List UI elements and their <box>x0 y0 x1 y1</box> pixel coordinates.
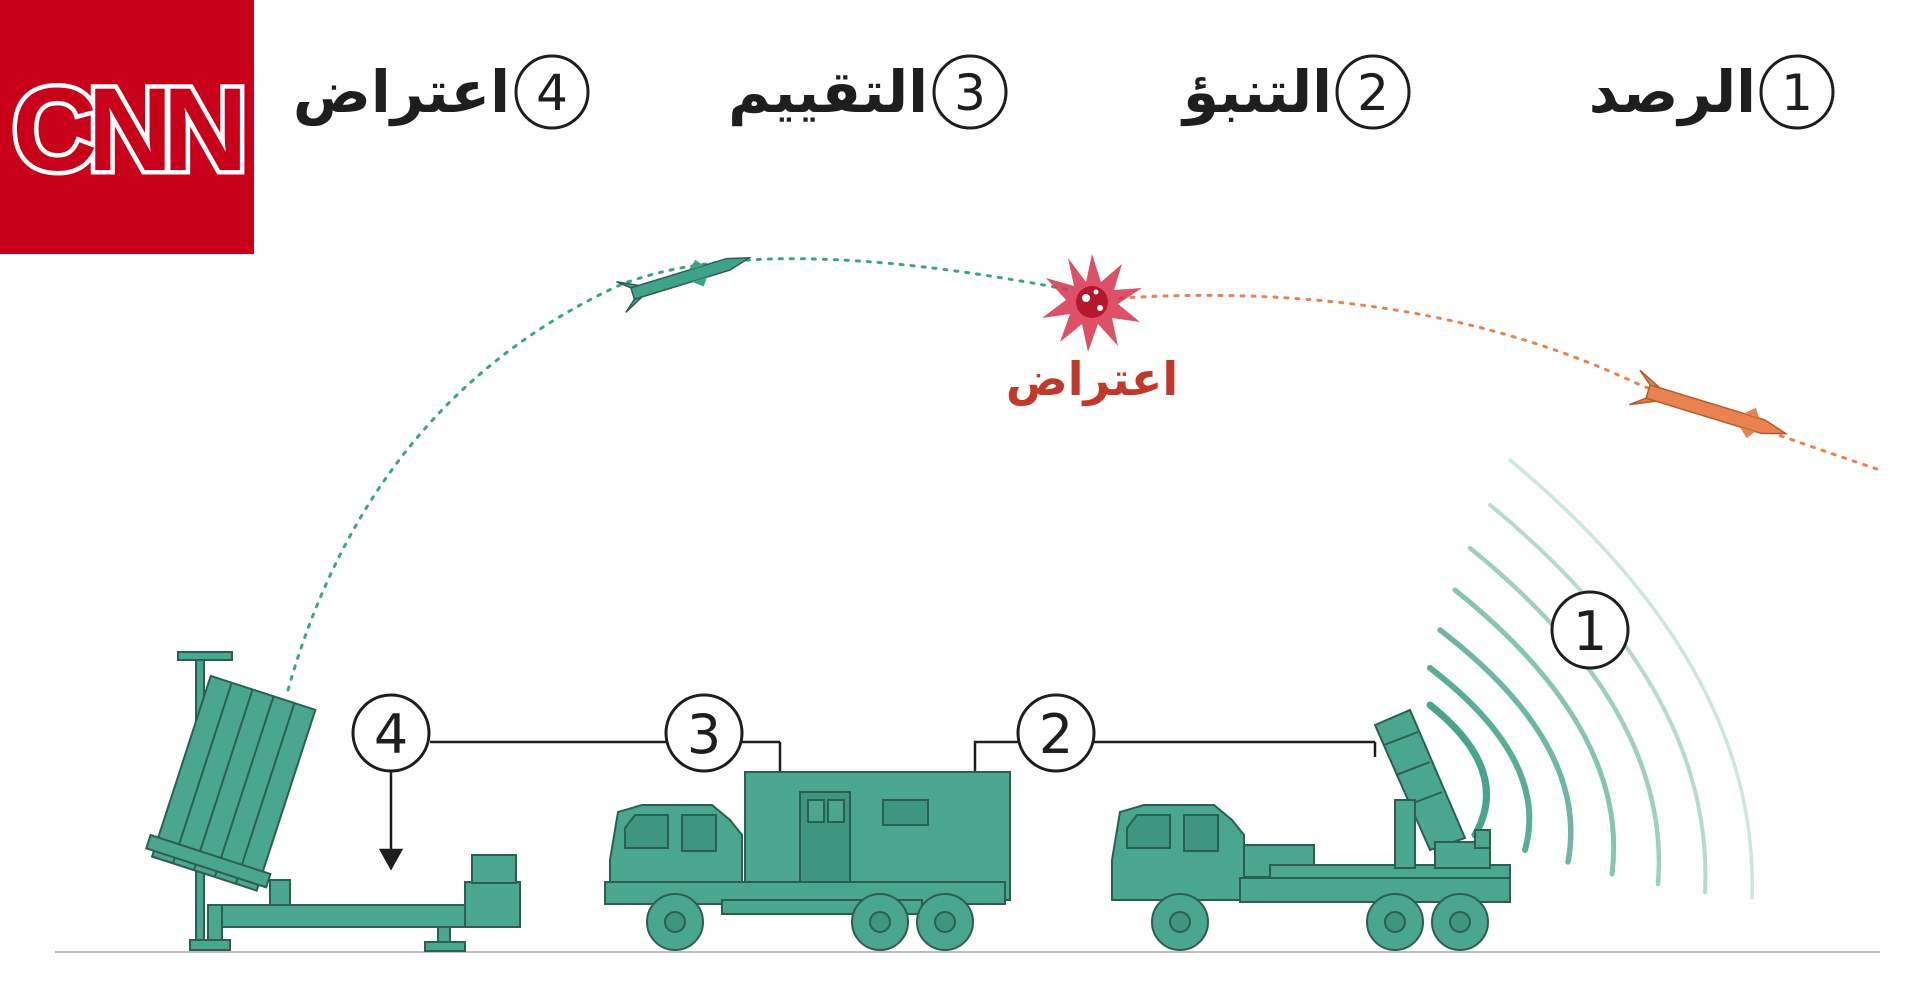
step-header-4: 4 اعتراض <box>293 54 590 130</box>
step-number-1: 1 <box>1781 64 1813 122</box>
interception-explosion-icon <box>1042 254 1142 352</box>
callout-assessment: 3 <box>664 693 744 773</box>
step-label-interception: اعتراض <box>293 58 510 127</box>
step-header-1: 1 الرصد <box>1589 54 1835 130</box>
cnn-logo-text: CNN <box>12 64 240 196</box>
incoming-rocket-trajectory <box>1118 293 1882 472</box>
step-number-4: 4 <box>536 64 568 122</box>
callout-prediction: 2 <box>1016 693 1096 773</box>
interceptor-trajectory <box>286 257 1072 692</box>
callout-interception: 4 <box>351 693 431 773</box>
callout-number-4: 4 <box>374 703 408 766</box>
interceptor-missile-icon <box>616 257 753 313</box>
step-number-circle-2 <box>1335 54 1411 130</box>
step-number-circle-1 <box>1759 54 1835 130</box>
callout-number-2: 2 <box>1039 703 1073 766</box>
callout-number-3: 3 <box>687 703 721 766</box>
callout-lines <box>378 740 1377 871</box>
callout-number-1: 1 <box>1573 600 1607 663</box>
step-number-circle-4 <box>514 54 590 130</box>
step-number-circle-3 <box>932 54 1008 130</box>
callout-radar: 1 <box>1550 590 1630 670</box>
cnn-logo-background <box>0 0 254 254</box>
step-label-assessment: التقييم <box>728 58 928 126</box>
launcher-vehicle <box>145 651 521 952</box>
intercept-label: اعتراض <box>1006 352 1178 406</box>
command-truck <box>604 771 1011 951</box>
step-number-3: 3 <box>954 64 986 122</box>
step-number-2: 2 <box>1357 64 1389 122</box>
step-label-detection: الرصد <box>1589 58 1756 127</box>
radar-waves <box>1426 458 1754 900</box>
incoming-rocket-icon <box>1629 369 1789 439</box>
step-header-3: 3 التقييم <box>728 54 1008 130</box>
step-label-prediction: التنبؤ <box>1180 58 1332 127</box>
radar-truck <box>1111 708 1511 951</box>
cnn-logo: CNN <box>0 0 255 254</box>
step-header-2: 2 التنبؤ <box>1180 54 1411 130</box>
